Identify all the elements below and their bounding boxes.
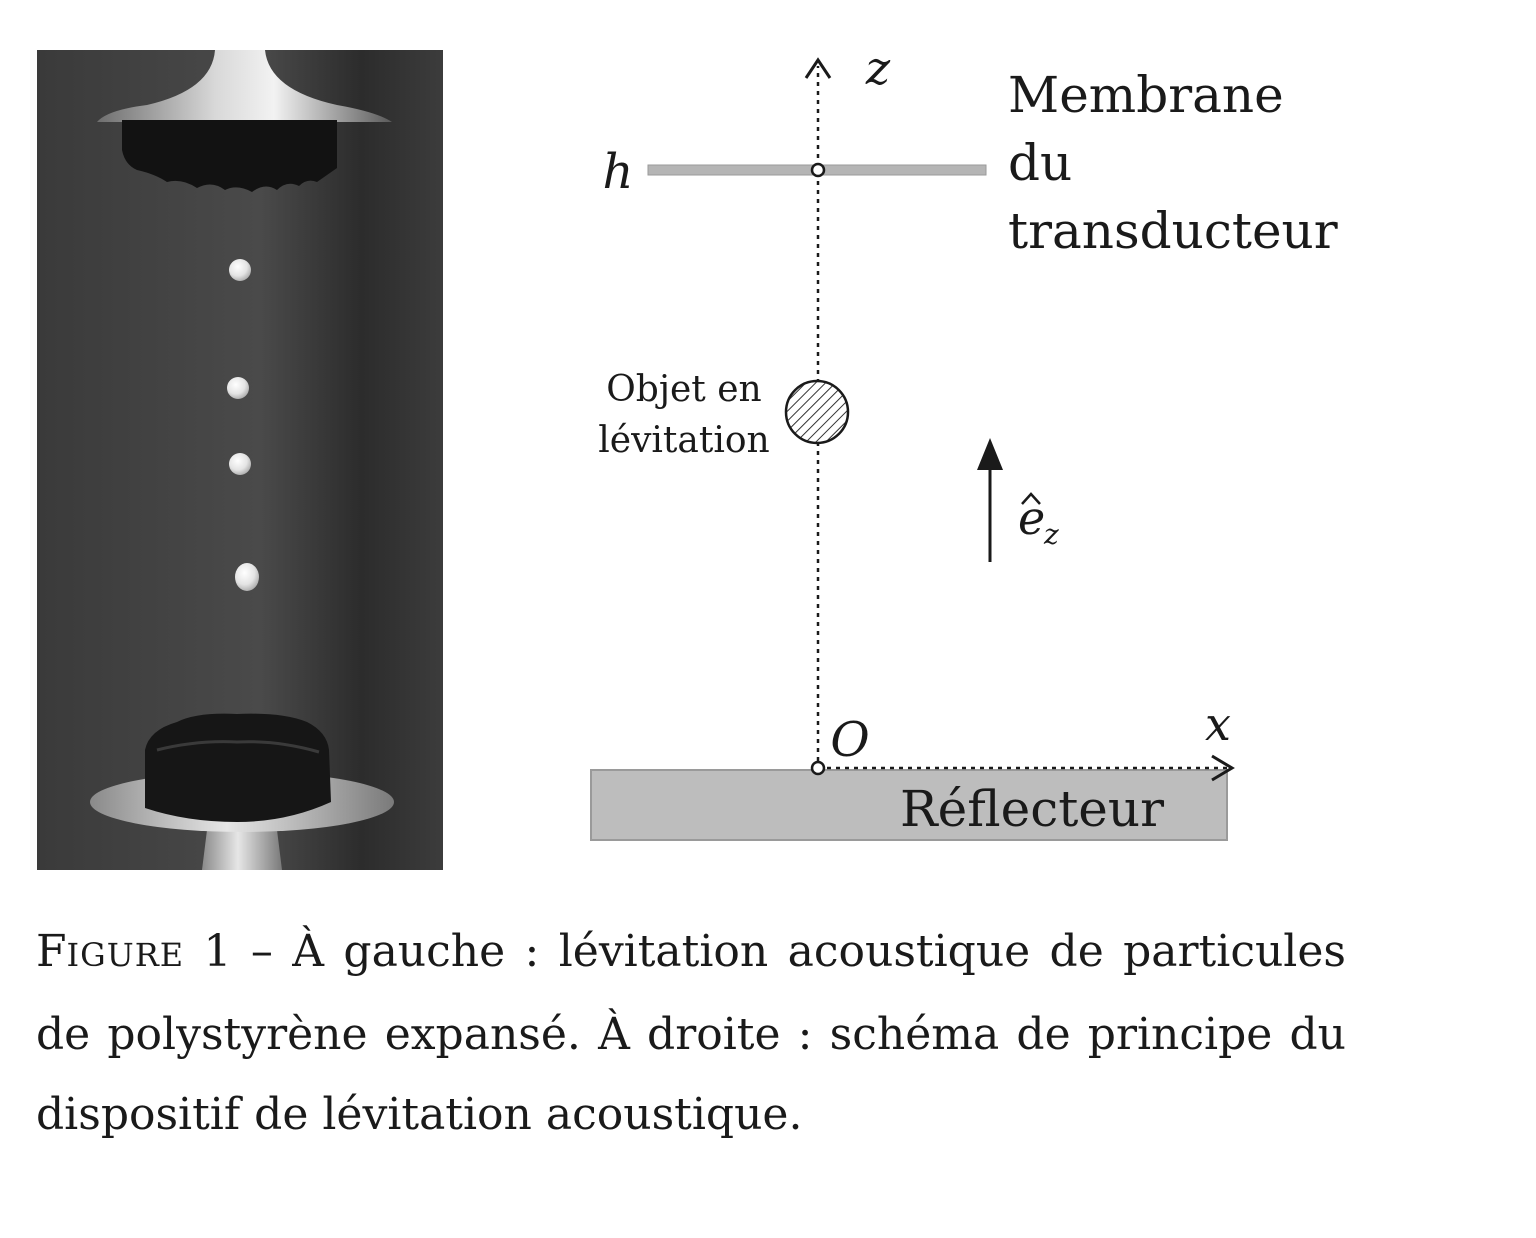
particle-2 [227,377,249,399]
particle-3 [229,453,251,475]
particle-1 [229,259,251,281]
figure-label-first-letter: F [36,926,67,977]
z-axis-arrowhead [804,57,832,79]
unit-vector-subscript: z [1043,518,1059,551]
object-label-line1: Objet en [606,369,761,410]
origin-label: O [830,712,869,768]
z-axis-label: z [865,41,891,95]
unit-vector-arrowhead [977,438,1003,470]
bottom-foam-speckle [156,740,320,754]
reflector-plate [590,769,1228,841]
height-label: h [603,144,634,200]
levitation-schematic: Réflecteur z x O h Membrane du transduct… [590,41,1338,841]
x-axis-arrowhead [1211,754,1235,782]
top-foam [122,120,337,192]
height-point [810,162,826,178]
object-label-line2: lévitation [598,420,769,461]
origin-point [810,760,826,776]
top-horn [97,50,392,122]
caption-text: – À gauche : lévitation acoustique de pa… [36,926,1346,1140]
figure-label-small-caps: IGURE [66,936,185,974]
unit-vector-label: e [1018,491,1045,545]
reflector-label: Réflecteur [900,780,1164,838]
membrane-label-line1: Membrane [1008,66,1284,124]
unit-vector-hat [1021,492,1041,505]
particle-4 [235,563,259,591]
levitation-photo [37,50,443,870]
bottom-foam [145,713,331,822]
x-axis-label: x [1205,697,1231,751]
membrane-label-line3: transducteur [1008,202,1338,260]
bottom-stem [202,830,282,870]
levitating-object [784,379,850,445]
figure-caption: FIGURE 1 – À gauche : lévitation acousti… [36,912,1346,1155]
figure-number: 1 [203,926,232,977]
membrane-label-line2: du [1008,134,1072,192]
